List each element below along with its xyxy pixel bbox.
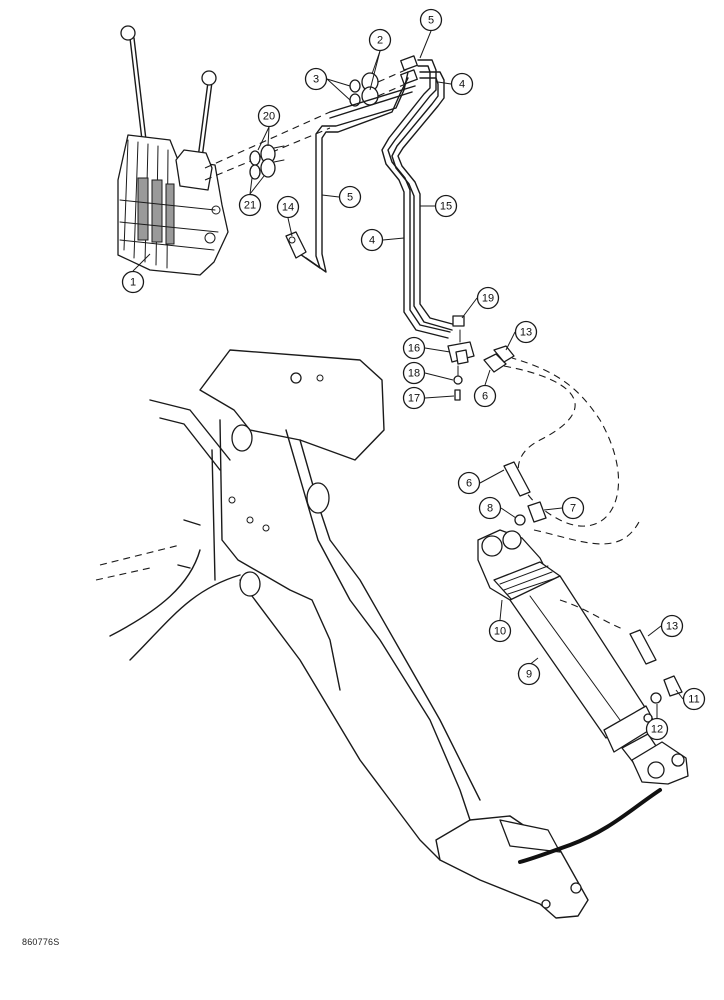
- callout-circle: [476, 286, 500, 310]
- boom-hose: [518, 788, 662, 864]
- frame-and-boom: [95, 349, 589, 919]
- callout-18: 18: [402, 361, 426, 385]
- callout-circle: [434, 194, 458, 218]
- callout-number: 6: [466, 478, 472, 490]
- callout-number: 18: [408, 368, 420, 380]
- callout-number: 17: [408, 393, 420, 405]
- callout-13: 13: [660, 614, 684, 638]
- callout-circle: [304, 67, 328, 91]
- callout-number: 19: [482, 293, 494, 305]
- callout-circle: [473, 384, 497, 408]
- callout-circle: [121, 270, 145, 294]
- control-valve-assembly: [117, 25, 229, 276]
- callout-number: 1: [130, 277, 136, 289]
- callout-number: 14: [282, 202, 294, 214]
- callout-4: 4: [450, 72, 474, 96]
- callout-6: 6: [457, 471, 481, 495]
- callout-number: 5: [428, 15, 434, 27]
- callout-circle: [488, 619, 512, 643]
- callout-circle: [238, 193, 262, 217]
- callout-number: 20: [263, 111, 275, 123]
- callout-19: 19: [476, 286, 500, 310]
- callout-number: 13: [666, 621, 678, 633]
- callout-number: 5: [347, 192, 353, 204]
- callout-6: 6: [473, 384, 497, 408]
- upper-hose-ends: [483, 345, 620, 527]
- callout-number: 7: [570, 503, 576, 515]
- callout-number: 4: [369, 235, 375, 247]
- hydraulic-cylinder: [477, 529, 689, 785]
- callout-7: 7: [561, 496, 585, 520]
- hydraulic-tubes: [299, 59, 457, 339]
- callout-circle: [338, 185, 362, 209]
- callout-circle: [402, 386, 426, 410]
- callout-number: 11: [688, 694, 699, 706]
- callout-number: 16: [408, 343, 420, 355]
- elbow-fitting-14: [285, 231, 307, 259]
- callout-number: 10: [494, 626, 506, 638]
- callout-circle: [514, 320, 538, 344]
- callout-number: 12: [651, 724, 663, 736]
- callout-number: 9: [526, 669, 532, 681]
- callout-circle: [402, 336, 426, 360]
- callout-5: 5: [338, 185, 362, 209]
- callout-circle: [660, 614, 684, 638]
- callout-number: 13: [520, 327, 532, 339]
- callout-16: 16: [402, 336, 426, 360]
- callout-11: 11: [682, 687, 706, 711]
- callout-circle: [561, 496, 585, 520]
- callout-number: 15: [440, 201, 452, 213]
- callout-13: 13: [514, 320, 538, 344]
- callout-circle: [478, 496, 502, 520]
- leader-lines: [132, 30, 684, 718]
- figure-id: 860776S: [22, 937, 60, 947]
- callout-circle: [419, 8, 443, 32]
- valve-port-fittings: [204, 111, 331, 181]
- callout-number: 4: [459, 79, 465, 91]
- callout-circle: [517, 662, 541, 686]
- callout-number: 21: [244, 200, 256, 212]
- callout-circle: [450, 72, 474, 96]
- callout-circle: [402, 361, 426, 385]
- callout-number: 3: [313, 74, 319, 86]
- callout-17: 17: [402, 386, 426, 410]
- callout-2: 2: [368, 28, 392, 52]
- lower-hose-fittings: [503, 461, 641, 545]
- callout-number: 6: [482, 391, 488, 403]
- callout-10: 10: [488, 619, 512, 643]
- callout-15: 15: [434, 194, 458, 218]
- callout-number: 8: [487, 503, 493, 515]
- callout-8: 8: [478, 496, 502, 520]
- callout-circle: [645, 717, 669, 741]
- tee-fitting-assembly: [447, 315, 475, 401]
- callout-5: 5: [419, 8, 443, 32]
- callout-14: 14: [276, 195, 300, 219]
- callout-12: 12: [645, 717, 669, 741]
- callout-circle: [360, 228, 384, 252]
- callout-4: 4: [360, 228, 384, 252]
- callout-1: 1: [121, 270, 145, 294]
- callout-circle: [276, 195, 300, 219]
- callout-number: 2: [377, 35, 383, 47]
- callout-21: 21: [238, 193, 262, 217]
- callout-circle: [682, 687, 706, 711]
- callout-20: 20: [257, 104, 281, 128]
- callout-circle: [457, 471, 481, 495]
- callout-circle: [257, 104, 281, 128]
- callout-3: 3: [304, 67, 328, 91]
- callout-9: 9: [517, 662, 541, 686]
- callout-circle: [368, 28, 392, 52]
